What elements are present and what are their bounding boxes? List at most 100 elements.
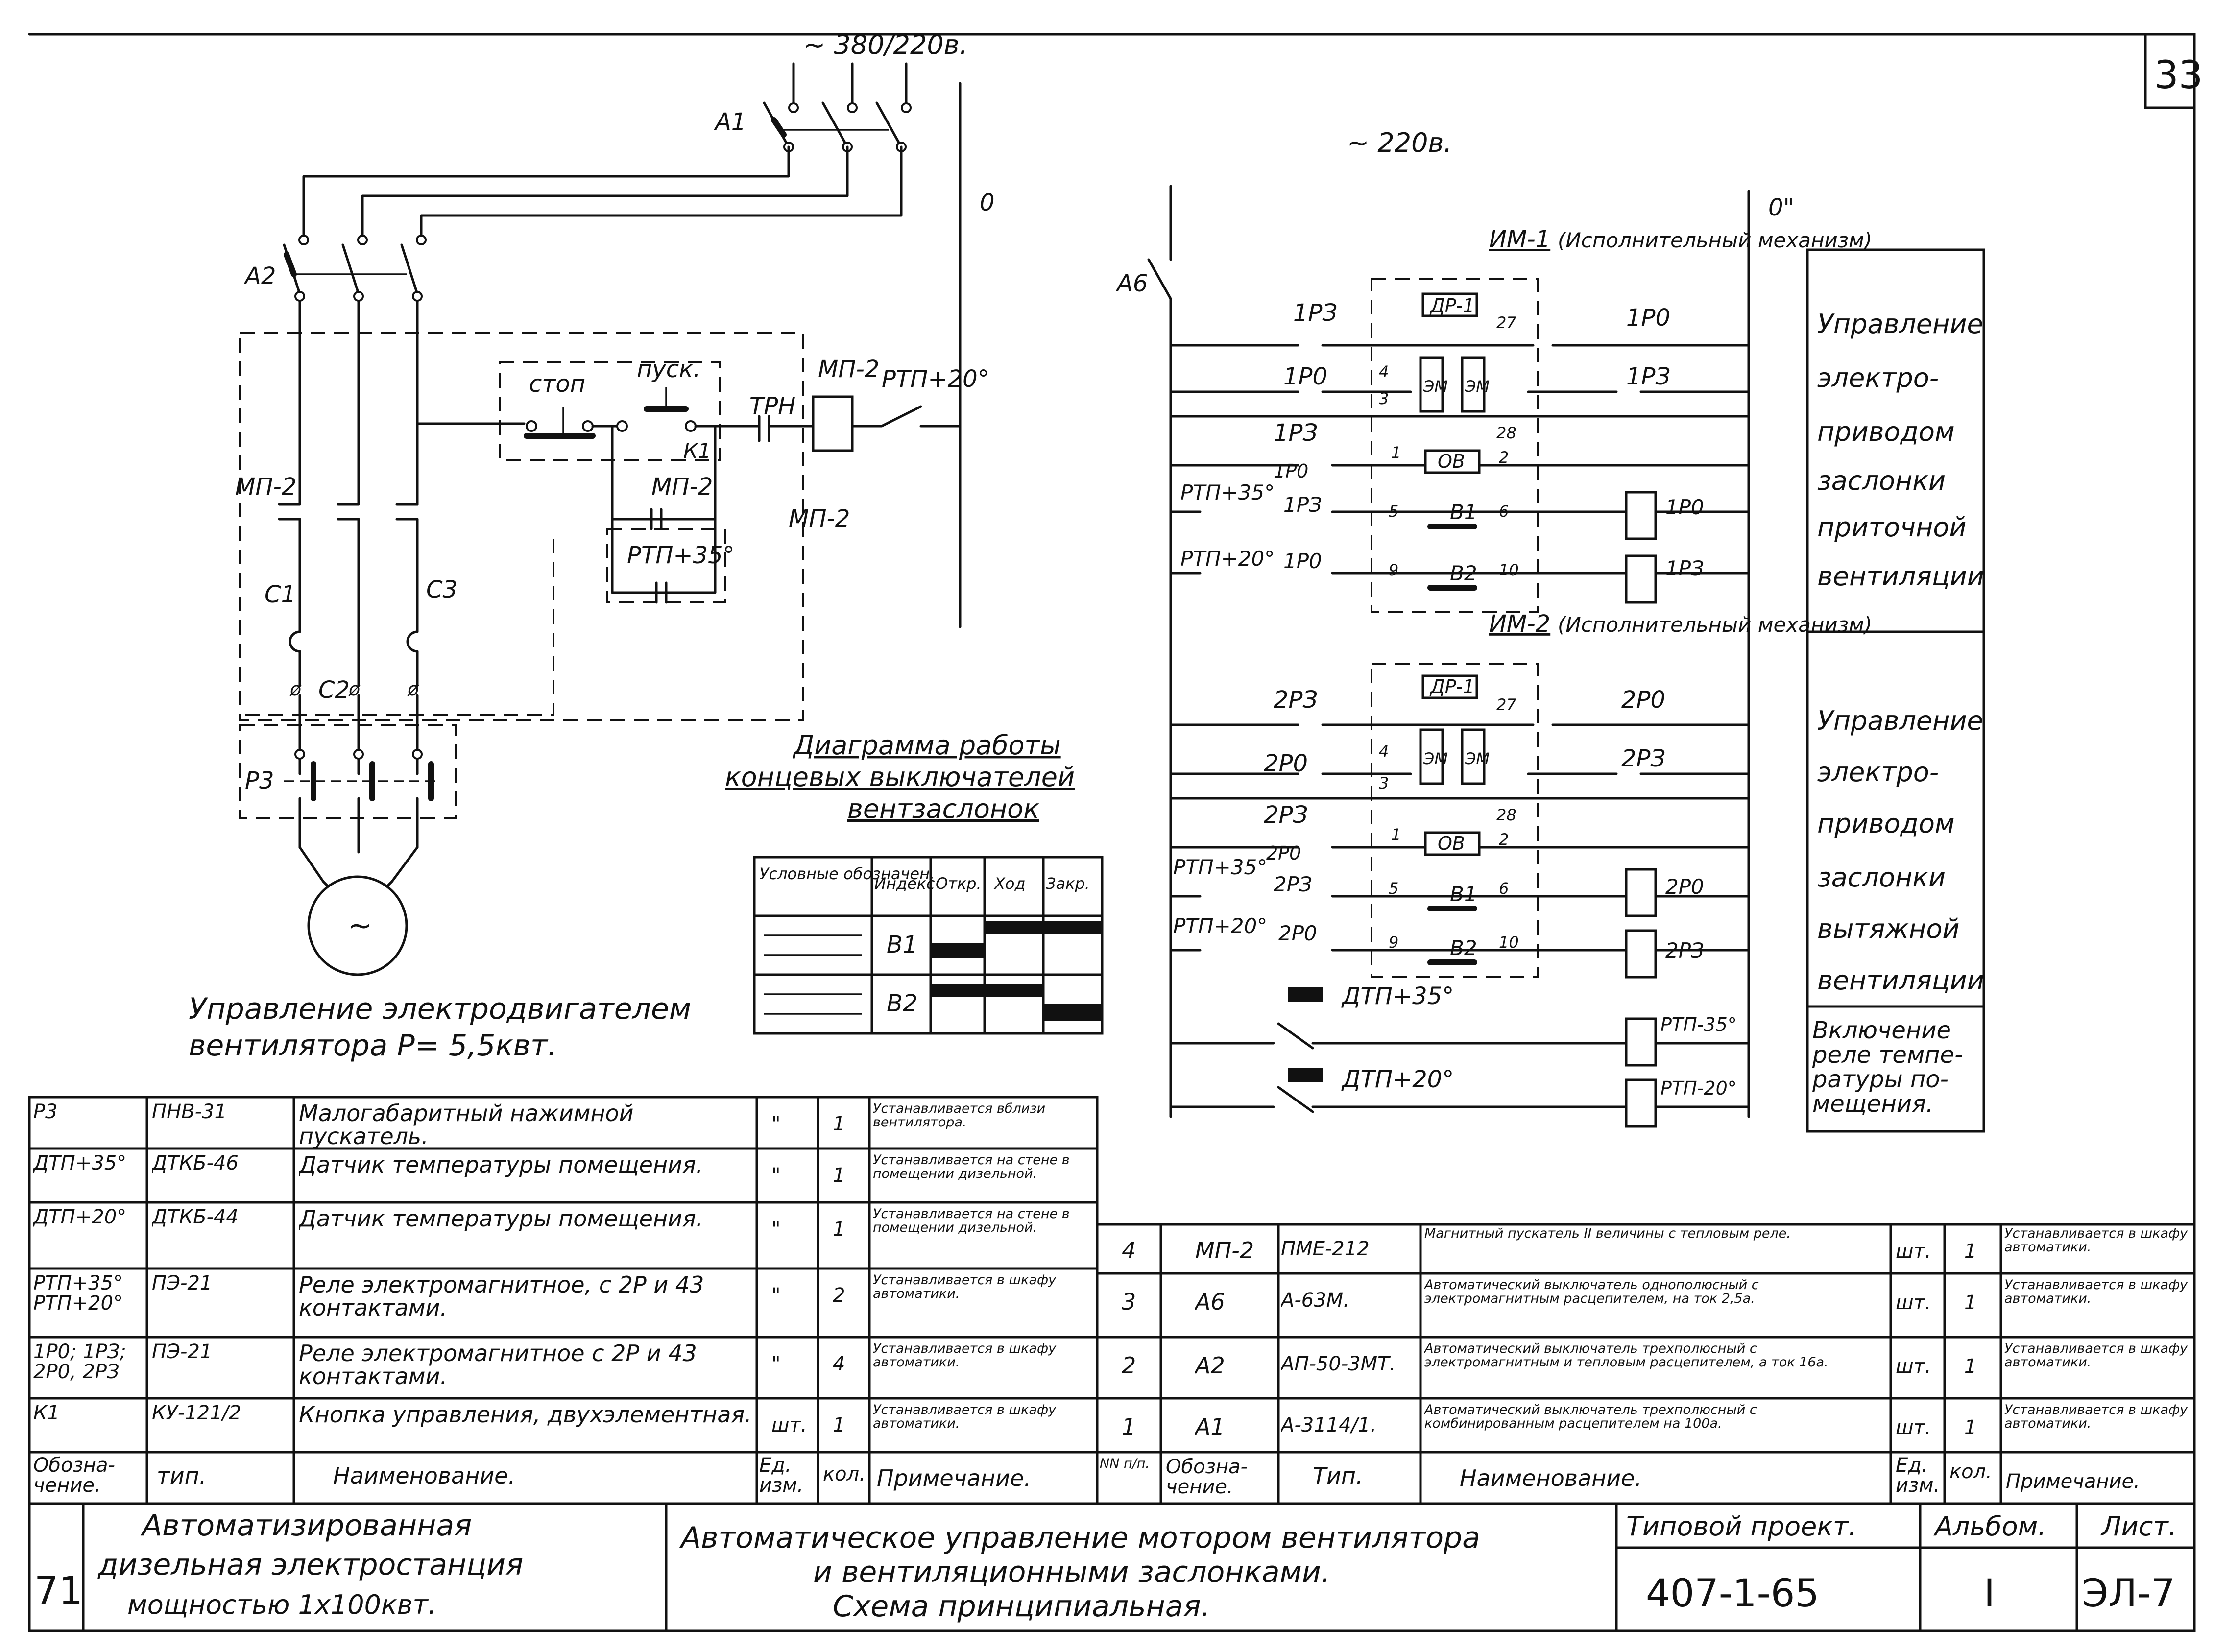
block2-l2: электро- bbox=[1817, 757, 1939, 788]
spec-left-name: Малогабаритный нажимной пускатель. bbox=[299, 1102, 634, 1149]
spec-left-des: ДТП+35° bbox=[33, 1153, 127, 1174]
spec-right-des: A1 bbox=[1195, 1415, 1225, 1440]
spec-right-hdr-unit: Ед. изм. bbox=[1896, 1456, 1940, 1497]
r2p0-a: 2Р0 bbox=[1621, 686, 1665, 714]
spec-left-type: ДТКБ-44 bbox=[152, 1207, 239, 1228]
em-a1: ЭМ bbox=[1423, 377, 1448, 396]
spec-left-des: 1Р0; 1РЗ; 2Р0, 2РЗ bbox=[33, 1342, 126, 1383]
album-no: I bbox=[1984, 1572, 1995, 1616]
spec-left-name: Датчик температуры помещения. bbox=[299, 1153, 703, 1178]
svg-text:5: 5 bbox=[1389, 502, 1398, 521]
im2-label: ИМ-2 bbox=[1489, 610, 1550, 638]
list-label: Лист. bbox=[2100, 1511, 2177, 1542]
mp2-aux-label: МП-2 bbox=[651, 473, 713, 501]
page-number: 33 bbox=[2154, 53, 2203, 97]
spec-right-unit: шт. bbox=[1896, 1357, 1931, 1378]
bus-zero-left: 0 bbox=[980, 189, 995, 216]
spec-left-name: Датчик температуры помещения. bbox=[299, 1207, 703, 1232]
block3-l2: реле темпе- bbox=[1812, 1041, 1963, 1069]
spec-left-des: К1 bbox=[33, 1403, 60, 1424]
spec-right-name: Автоматический выключатель трехполюсный … bbox=[1424, 1403, 1757, 1431]
object-line-2: дизельная электростанция bbox=[97, 1548, 523, 1582]
spec-left-qty: 4 bbox=[833, 1354, 845, 1375]
svg-text:28: 28 bbox=[1496, 806, 1516, 824]
spec-right-note: Устанавливается в шкафу автоматики. bbox=[2004, 1342, 2188, 1370]
r1p0-coil: 1Р0 bbox=[1665, 495, 1704, 519]
rungs-group-1 bbox=[1169, 344, 1750, 604]
project-no: 407-1-65 bbox=[1646, 1572, 1819, 1616]
em-b2: ЭМ bbox=[1465, 749, 1490, 768]
motor-caption-1: Управление электродвигателем bbox=[189, 992, 691, 1026]
diagram-title-1: Диаграмма работы bbox=[793, 730, 1061, 761]
svg-text:1: 1 bbox=[1391, 825, 1401, 844]
rungs-group-2 bbox=[1169, 723, 1750, 979]
spec-right-qty: 1 bbox=[1964, 1293, 1977, 1314]
spec-left-note: Устанавливается в шкафу автоматики. bbox=[873, 1403, 1057, 1431]
diag-hdr-index: Индекс bbox=[874, 874, 935, 893]
svg-text:10: 10 bbox=[1499, 933, 1519, 952]
block1-l2: электро- bbox=[1817, 362, 1939, 393]
spec-left-name: Реле электромагнитное с 2Р и 43 контакта… bbox=[299, 1342, 697, 1389]
supply-main-label: ~ 380/220в. bbox=[803, 29, 968, 60]
list-no: ЭЛ-7 bbox=[2082, 1572, 2175, 1616]
spec-right-type: АП-50-3МТ. bbox=[1281, 1354, 1396, 1375]
spec-left-type: ПЭ-21 bbox=[152, 1273, 213, 1294]
rtp20-label-left: РТП+20° bbox=[882, 365, 989, 393]
spec-right-unit: шт. bbox=[1896, 1293, 1931, 1314]
spec-right-no: 3 bbox=[1122, 1291, 1136, 1315]
dtp35-label: ДТП+35° bbox=[1341, 982, 1454, 1010]
spec-left-hdr-name: Наименование. bbox=[333, 1464, 516, 1489]
block1-l6: вентиляции bbox=[1817, 561, 1984, 592]
mp2-aux2-label: МП-2 bbox=[789, 505, 850, 532]
r2p0-b: 2Р0 bbox=[1264, 750, 1308, 777]
spec-left-note: Устанавливается в шкафу автоматики. bbox=[873, 1273, 1057, 1301]
rtp20-b: РТП+20° bbox=[1173, 914, 1267, 938]
b1-b: B1 bbox=[1450, 882, 1477, 906]
trn-label: ТРН bbox=[749, 392, 795, 420]
spec-left-note: Устанавливается на стене в помещении диз… bbox=[873, 1207, 1070, 1235]
diag-hdr-sym: Условные обозначен. bbox=[759, 864, 935, 883]
spec-right-no: 1 bbox=[1122, 1415, 1136, 1440]
r1p3-b: 1РЗ bbox=[1626, 363, 1670, 390]
spec-right-qty: 1 bbox=[1964, 1418, 1977, 1439]
r1p0-d: 1Р0 bbox=[1283, 549, 1322, 573]
r2p0-c: 2Р0 bbox=[1266, 842, 1301, 864]
spec-left-hdr-qty: кол. bbox=[823, 1464, 866, 1485]
block2-l3: приводом bbox=[1817, 808, 1955, 839]
svg-text:5: 5 bbox=[1389, 879, 1398, 898]
block2-l5: вытяжной bbox=[1817, 913, 1960, 944]
b1-a: B1 bbox=[1450, 500, 1477, 524]
diag-hdr-close: Закр. bbox=[1046, 874, 1090, 893]
object-line-3: мощностью 1х100квт. bbox=[127, 1589, 436, 1620]
dr1-a: ДР-1 bbox=[1429, 295, 1475, 316]
spec-right-type: А-3114/1. bbox=[1281, 1415, 1377, 1437]
block1-l1: Управление bbox=[1817, 309, 1983, 339]
spec-right-des: A2 bbox=[1195, 1354, 1225, 1379]
motor-circuit: ~ 380/220в. A1 0 A2 bbox=[189, 29, 995, 1063]
spec-right-des: МП-2 bbox=[1195, 1239, 1254, 1264]
diag-row-b2: B2 bbox=[887, 990, 917, 1017]
spec-right-hdr-type: Тип. bbox=[1313, 1464, 1363, 1489]
spec-right-hdr-des: Обозна- чение. bbox=[1166, 1457, 1248, 1498]
spec-left-note: Устанавливается в шкафу автоматики. bbox=[873, 1342, 1057, 1370]
spec-left-name: Реле электромагнитное, с 2Р и 43 контакт… bbox=[299, 1273, 704, 1321]
spec-left-des: P3 bbox=[33, 1102, 58, 1123]
spec-left-name: Кнопка управления, двухэлементная. bbox=[299, 1403, 752, 1428]
svg-text:2: 2 bbox=[1499, 448, 1509, 467]
spec-right-type: ПМЕ-212 bbox=[1281, 1239, 1370, 1260]
spec-left-type: КУ-121/2 bbox=[152, 1403, 241, 1424]
diag-hdr-open: Откр. bbox=[936, 874, 982, 893]
block1-l4: заслонки bbox=[1817, 465, 1946, 496]
svg-text:9: 9 bbox=[1389, 933, 1398, 952]
svg-text:27: 27 bbox=[1496, 695, 1516, 714]
limit-switch-diagram: Диаграмма работы концевых выключателей в… bbox=[725, 730, 1104, 1035]
r2p3-c: 2РЗ bbox=[1264, 801, 1308, 829]
spec-left-unit: " bbox=[771, 1286, 781, 1307]
spec-left-qty: 1 bbox=[833, 1114, 845, 1135]
im1-label: ИМ-1 bbox=[1489, 226, 1550, 253]
spec-right-qty: 1 bbox=[1964, 1242, 1977, 1263]
spec-right-hdr-name: Наименование. bbox=[1460, 1467, 1642, 1491]
rtp35-b: РТП+35° bbox=[1173, 855, 1267, 879]
svg-text:27: 27 bbox=[1496, 313, 1516, 332]
